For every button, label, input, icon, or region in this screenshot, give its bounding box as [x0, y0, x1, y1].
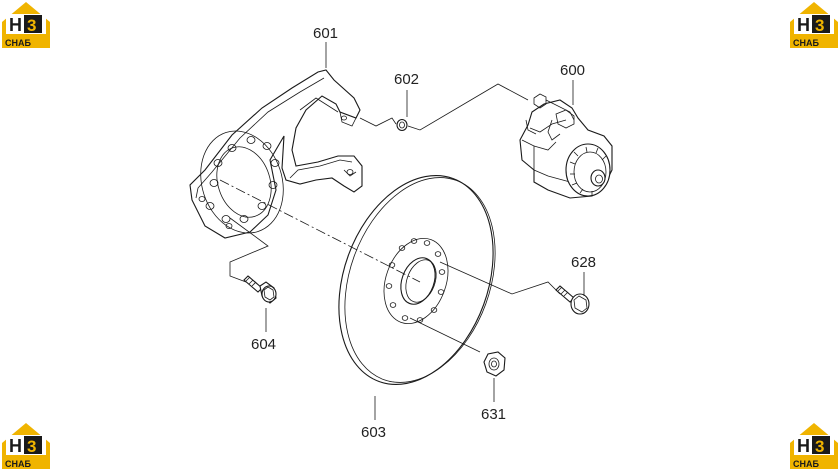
- label-603: 603: [361, 424, 386, 441]
- svg-text:H: H: [797, 436, 810, 456]
- bracket-601: [189, 69, 363, 239]
- brand-logo: H 3 CHAБ: [788, 421, 840, 469]
- svg-text:3: 3: [815, 437, 824, 456]
- svg-text:CHAБ: CHAБ: [793, 38, 819, 48]
- bolt-628: [555, 285, 590, 315]
- label-602: 602: [394, 71, 419, 88]
- label-601: 601: [313, 25, 338, 42]
- svg-text:CHAБ: CHAБ: [793, 459, 819, 469]
- label-628: 628: [571, 254, 596, 271]
- label-604: 604: [251, 336, 276, 353]
- label-600: 600: [560, 62, 585, 79]
- svg-text:CHAБ: CHAБ: [5, 38, 31, 48]
- caliper-600: [519, 93, 613, 199]
- svg-text:H: H: [797, 15, 810, 35]
- svg-text:3: 3: [27, 16, 36, 35]
- svg-text:H: H: [9, 436, 22, 456]
- svg-text:H: H: [9, 15, 22, 35]
- assembly-lines: [219, 83, 561, 353]
- nut-631: [483, 351, 506, 377]
- brand-logo: H 3 CHAБ: [0, 421, 52, 469]
- brand-logo: H 3 CHAБ: [0, 0, 52, 48]
- leader-lines: [265, 42, 585, 420]
- label-631: 631: [481, 406, 506, 423]
- svg-text:3: 3: [27, 437, 36, 456]
- svg-text:3: 3: [815, 16, 824, 35]
- washer-602: [396, 118, 408, 132]
- svg-text:CHAБ: CHAБ: [5, 459, 31, 469]
- brand-logo: H 3 CHAБ: [788, 0, 840, 48]
- bolt-604: [243, 275, 277, 304]
